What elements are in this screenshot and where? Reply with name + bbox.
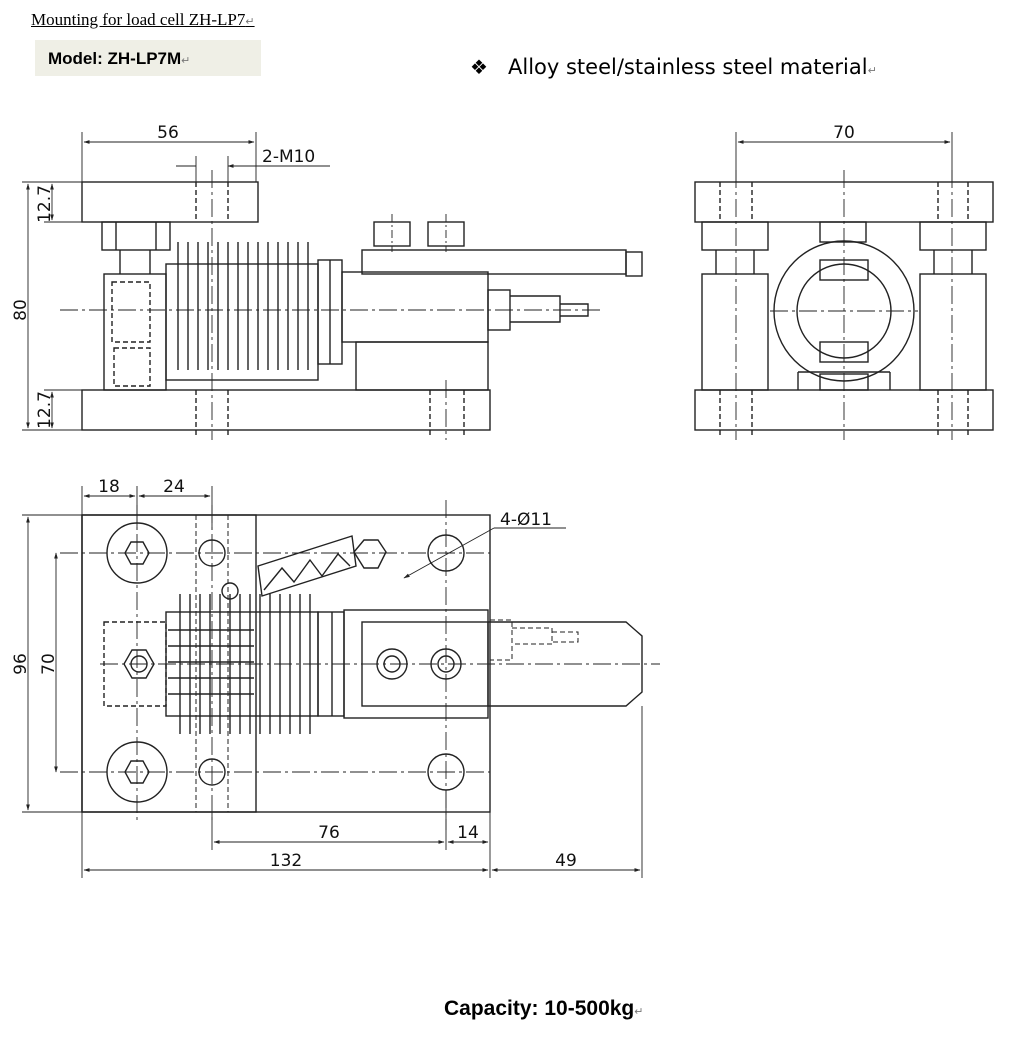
dim-hole-offset-18: 18 [98, 477, 120, 497]
model-label: Model: ZH-LP7M↵ [48, 49, 190, 69]
dim-hole-span-76: 76 [318, 823, 340, 843]
dim-plan-hole-span: 70 [39, 653, 59, 675]
dim-top-plate-height: 12.7 [35, 185, 55, 223]
paragraph-mark-icon: ↵ [245, 16, 255, 28]
paragraph-mark-icon: ↵ [181, 55, 191, 67]
model-label-text: Model: ZH-LP7M [48, 49, 182, 68]
page-heading: Mounting for load cell ZH-LP7↵ [31, 10, 255, 30]
heading-text: Mounting for load cell ZH-LP7 [31, 10, 246, 29]
dim-plan-depth: 96 [11, 653, 31, 675]
dim-front-width: 56 [157, 123, 179, 143]
plan-view [60, 500, 660, 830]
dim-thread-spec: 2-M10 [262, 147, 315, 167]
dim-hole-spec: 4-Ø11 [500, 510, 552, 530]
capacity-label: Capacity: 10-500kg↵ [444, 997, 643, 1021]
dim-total-length: 132 [270, 851, 302, 871]
dim-bottom-plate-height: 12.7 [35, 391, 55, 429]
dim-overhang: 49 [555, 851, 577, 871]
front-view-dimensions [22, 132, 330, 431]
side-view-dimensions [735, 132, 953, 182]
side-view [694, 170, 994, 440]
feature-text: Alloy steel/stainless steel material [508, 55, 868, 79]
dim-edge-14: 14 [457, 823, 479, 843]
bellows-front [177, 242, 309, 370]
capacity-text: Capacity: 10-500kg [444, 997, 635, 1020]
paragraph-mark-icon: ↵ [867, 64, 877, 77]
diamond-bullet-icon: ❖ [470, 55, 488, 79]
feature-line: ❖ Alloy steel/stainless steel material↵ [470, 55, 877, 79]
model-box: Model: ZH-LP7M↵ [35, 40, 261, 76]
dim-hole-offset-24: 24 [163, 477, 185, 497]
plan-view-dimensions [22, 486, 643, 878]
dim-total-height: 80 [11, 299, 31, 321]
paragraph-mark-icon: ↵ [634, 1006, 644, 1018]
front-view [60, 170, 643, 440]
dim-side-width: 70 [833, 123, 855, 143]
